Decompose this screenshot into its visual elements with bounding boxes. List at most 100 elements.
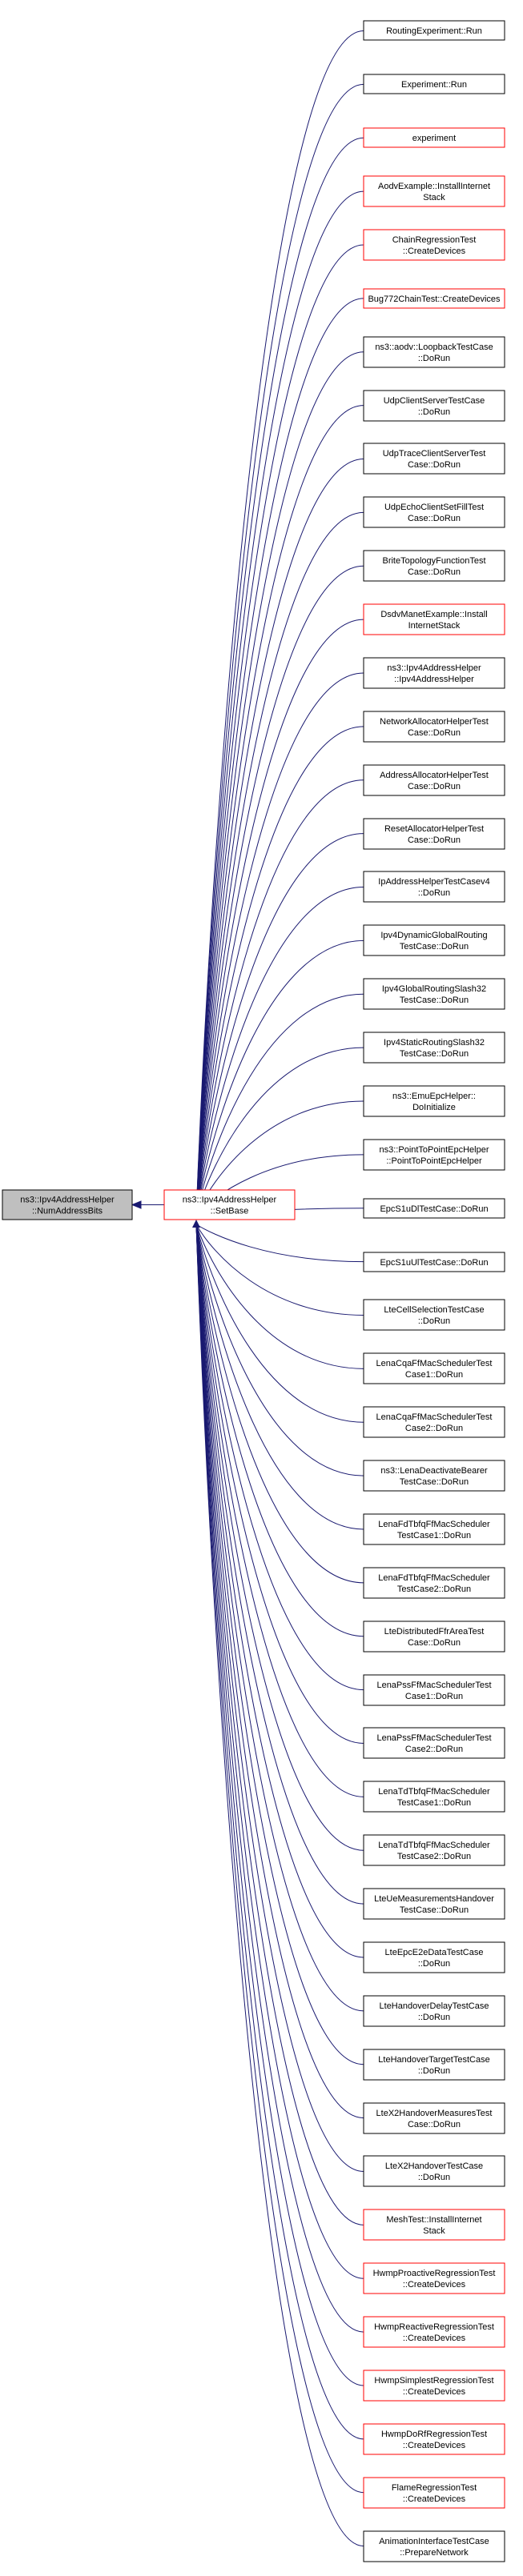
- node-caller-48-animationinterfacetestcase-preparenetwork-label-2: ::PrepareNetwork: [400, 2548, 469, 2558]
- node-caller-30-lenafdtbfqffmacscheduler-testcase2-dorun-label-2: TestCase2::DoRun: [397, 1584, 471, 1594]
- node-caller-13-ns3-ipv4addresshelper-ipv4addresshelper[interactable]: ns3::Ipv4AddressHelper::Ipv4AddressHelpe…: [363, 657, 505, 689]
- node-caller-43-hwmpproactiveregressiontest-createdevices[interactable]: HwmpProactiveRegressionTest::CreateDevic…: [363, 2262, 505, 2294]
- edge-caller-28: [195, 1224, 364, 1476]
- node-caller-18-ipv4dynamicglobalrouting-testcase-dorun-label-1: Ipv4DynamicGlobalRouting: [380, 931, 487, 940]
- node-caller-3-experiment[interactable]: experiment: [363, 127, 505, 148]
- edge-caller-34: [195, 1224, 364, 1797]
- node-setbase[interactable]: ns3::Ipv4AddressHelper::SetBase: [163, 1189, 296, 1220]
- node-caller-21-ns3-emuepchelper-doinitialize[interactable]: ns3::EmuEpcHelper::DoInitialize: [363, 1085, 505, 1117]
- node-caller-12-dsdvmanetexample-install-internetstack-label-1: DsdvManetExample::Install: [380, 610, 487, 619]
- node-caller-25-ltecellselectiontestcase-dorun[interactable]: LteCellSelectionTestCase::DoRun: [363, 1299, 505, 1331]
- node-caller-23-epcs1udltestcase-dorun[interactable]: EpcS1uDlTestCase::DoRun: [363, 1198, 505, 1219]
- node-caller-41-ltex2handovertestcase-dorun-label-1: LteX2HandoverTestCase: [385, 2161, 483, 2171]
- node-caller-21-ns3-emuepchelper-doinitialize-label-1: ns3::EmuEpcHelper::: [392, 1092, 476, 1101]
- node-caller-20-ipv4staticroutingslash32-testcase-dorun-label-2: TestCase::DoRun: [400, 1049, 469, 1059]
- edge-caller-15: [195, 779, 364, 1216]
- node-caller-2-experiment-run[interactable]: Experiment::Run: [363, 74, 505, 94]
- node-caller-38-ltehandoverdelaytestcase-dorun[interactable]: LteHandoverDelayTestCase::DoRun: [363, 1995, 505, 2027]
- node-caller-37-lteepce2edatatestcase-dorun-label-2: ::DoRun: [418, 1959, 450, 1969]
- node-caller-31-ltedistributedffrareatest-case-dorun-label-1: LteDistributedFfrAreaTest: [384, 1627, 485, 1637]
- edge-caller-25: [195, 1224, 364, 1316]
- node-caller-44-hwmpreactiveregressiontest-createdevices-box: [363, 2316, 505, 2348]
- node-caller-13-ns3-ipv4addresshelper-ipv4addresshelper-label-1: ns3::Ipv4AddressHelper: [387, 663, 481, 673]
- node-caller-48-animationinterfacetestcase-preparenetwork[interactable]: AnimationInterfaceTestCase::PrepareNetwo…: [363, 2530, 505, 2562]
- node-caller-1-routingexperiment-run-label-1: RoutingExperiment::Run: [386, 26, 482, 36]
- node-caller-22-ns3-pointtopointepchelper-pointtopointepchelper[interactable]: ns3::PointToPointEpcHelper::PointToPoint…: [363, 1139, 505, 1171]
- edge-setbase-to-numaddressbits: [131, 1200, 164, 1209]
- node-caller-47-flameregressiontest-createdevices-label-1: FlameRegressionTest: [392, 2483, 477, 2493]
- node-caller-28-ns3-lenadeactivatebearer-testcase-dorun-label-2: TestCase::DoRun: [400, 1477, 469, 1487]
- node-caller-45-hwmpsimplestregressiontest-createdevices[interactable]: HwmpSimplestRegressionTest::CreateDevice…: [363, 2370, 505, 2402]
- edge-caller-14: [195, 726, 364, 1216]
- node-caller-38-ltehandoverdelaytestcase-dorun-box: [363, 1995, 505, 2027]
- node-caller-27-lenacqaffmacschedulertest-case2-dorun-label-2: Case2::DoRun: [405, 1424, 463, 1433]
- edge-caller-3: [195, 137, 364, 1216]
- node-caller-13-ns3-ipv4addresshelper-ipv4addresshelper-box: [363, 657, 505, 689]
- node-caller-31-ltedistributedffrareatest-case-dorun-box: [363, 1621, 505, 1653]
- edge-caller-7: [195, 351, 364, 1216]
- node-caller-29-lenafdtbfqffmacscheduler-testcase1-dorun-label-2: TestCase1::DoRun: [397, 1531, 471, 1540]
- call-graph-nodes: ns3::Ipv4AddressHelper::NumAddressBitsns…: [2, 20, 505, 2562]
- node-caller-20-ipv4staticroutingslash32-testcase-dorun-box: [363, 1032, 505, 1064]
- edge-caller-10: [195, 511, 364, 1216]
- node-caller-46-hwmpdorfregressiontest-createdevices[interactable]: HwmpDoRfRegressionTest::CreateDevices: [363, 2423, 505, 2455]
- edge-caller-12: [195, 619, 364, 1216]
- node-caller-39-ltehandovertargettestcase-dorun[interactable]: LteHandoverTargetTestCase::DoRun: [363, 2049, 505, 2081]
- node-caller-38-ltehandoverdelaytestcase-dorun-label-1: LteHandoverDelayTestCase: [380, 2001, 489, 2011]
- node-caller-13-ns3-ipv4addresshelper-ipv4addresshelper-label-2: ::Ipv4AddressHelper: [394, 675, 474, 684]
- node-caller-1-routingexperiment-run[interactable]: RoutingExperiment::Run: [363, 20, 505, 41]
- node-caller-14-networkallocatorhelpertest-case-dorun-box: [363, 711, 505, 743]
- edge-setbase-arrowhead: [131, 1200, 142, 1209]
- node-caller-25-ltecellselectiontestcase-dorun-label-1: LteCellSelectionTestCase: [384, 1305, 484, 1315]
- node-caller-41-ltex2handovertestcase-dorun[interactable]: LteX2HandoverTestCase::DoRun: [363, 2155, 505, 2187]
- node-caller-16-resetallocatorhelpertest-case-dorun-label-2: Case::DoRun: [408, 835, 461, 845]
- edge-caller-39: [195, 1224, 364, 2065]
- node-caller-45-hwmpsimplestregressiontest-createdevices-label-2: ::CreateDevices: [403, 2387, 466, 2397]
- node-caller-47-flameregressiontest-createdevices[interactable]: FlameRegressionTest::CreateDevices: [363, 2477, 505, 2509]
- node-caller-6-bug772chaintest-createdevices[interactable]: Bug772ChainTest::CreateDevices: [363, 288, 505, 309]
- node-caller-37-lteepce2edatatestcase-dorun[interactable]: LteEpcE2eDataTestCase::DoRun: [363, 1941, 505, 1973]
- edge-caller-38: [195, 1224, 364, 2012]
- node-caller-4-aodvexample-installinternet-stack-box: [363, 175, 505, 207]
- edge-callers-arrowhead: [192, 1220, 200, 1228]
- node-caller-8-udpclientservertestcase-dorun[interactable]: UdpClientServerTestCase::DoRun: [363, 390, 505, 422]
- node-caller-30-lenafdtbfqffmacscheduler-testcase2-dorun-label-1: LenaFdTbfqFfMacScheduler: [378, 1573, 490, 1583]
- node-caller-5-chainregressiontest-createdevices[interactable]: ChainRegressionTest::CreateDevices: [363, 229, 505, 261]
- node-focus-numaddressbits[interactable]: ns3::Ipv4AddressHelper::NumAddressBits: [2, 1189, 133, 1220]
- node-focus-numaddressbits-label-2: ::NumAddressBits: [32, 1207, 103, 1216]
- call-graph-edges: [131, 30, 364, 2547]
- node-caller-46-hwmpdorfregressiontest-createdevices-label-2: ::CreateDevices: [403, 2441, 466, 2450]
- node-caller-8-udpclientservertestcase-dorun-label-2: ::DoRun: [418, 407, 450, 417]
- node-caller-5-chainregressiontest-createdevices-label-2: ::CreateDevices: [403, 246, 466, 256]
- node-caller-9-udptraceclientservertest-case-dorun-box: [363, 443, 505, 475]
- edge-caller-26: [195, 1224, 364, 1369]
- node-caller-24-epcs1uultestcase-dorun[interactable]: EpcS1uUlTestCase::DoRun: [363, 1252, 505, 1272]
- node-caller-17-ipaddresshelpertestcasev4-dorun[interactable]: IpAddressHelperTestCasev4::DoRun: [363, 871, 505, 903]
- node-caller-7-ns3-aodv-loopbacktestcase-dorun[interactable]: ns3::aodv::LoopbackTestCase::DoRun: [363, 336, 505, 368]
- node-caller-44-hwmpreactiveregressiontest-createdevices[interactable]: HwmpReactiveRegressionTest::CreateDevice…: [363, 2316, 505, 2348]
